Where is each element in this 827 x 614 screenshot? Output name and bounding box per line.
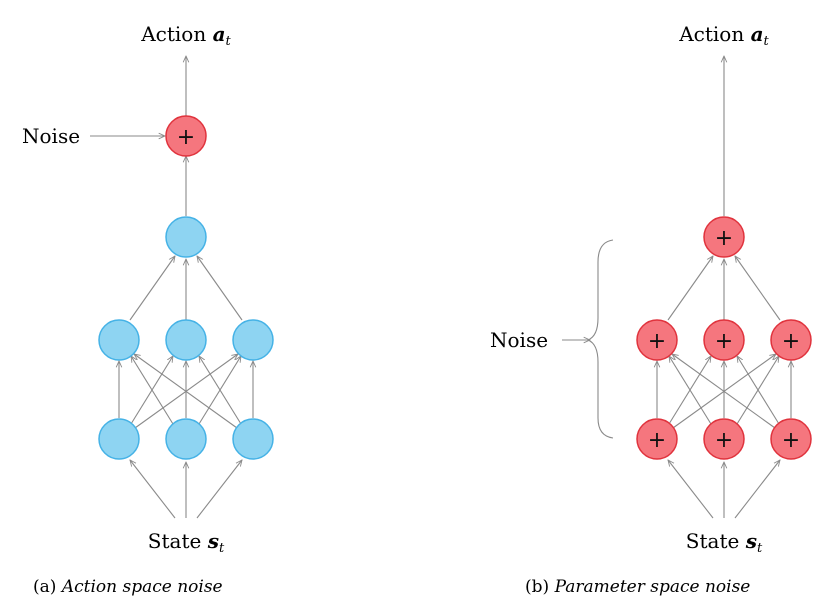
plus-icon: + (648, 329, 666, 354)
plus-icon: + (782, 428, 800, 453)
edge (735, 256, 781, 321)
noisy-input-neuron: + (703, 418, 745, 460)
edge (134, 354, 238, 429)
panel-b-nodes: + + + + + + + (636, 216, 812, 460)
noisy-input-neuron: + (636, 418, 678, 460)
edge (737, 356, 780, 425)
hidden-neuron (232, 319, 274, 361)
noisy-hidden-neuron: + (636, 319, 678, 361)
action-label: Action at (140, 22, 231, 49)
hidden-neuron (98, 319, 140, 361)
noisy-hidden-neuron: + (770, 319, 812, 361)
edge (734, 460, 780, 519)
caption-b: (b) Parameter space noise (525, 577, 750, 597)
panel-a-nodes: + (98, 115, 274, 460)
edge (669, 356, 712, 425)
plus-icon: + (715, 226, 733, 251)
panel-a-edges (90, 56, 253, 519)
edge (196, 460, 242, 519)
noisy-hidden-neuron: + (703, 319, 745, 361)
noise-brace (586, 239, 614, 439)
edge (131, 356, 174, 425)
edge (199, 356, 242, 425)
plus-icon: + (715, 428, 733, 453)
edge (672, 354, 776, 429)
hidden-neuron (165, 319, 207, 361)
caption-a: (a) Action space noise (33, 577, 223, 597)
state-label: State st (686, 529, 763, 556)
plus-icon: + (648, 428, 666, 453)
plus-icon: + (782, 329, 800, 354)
edge (129, 256, 175, 321)
edge (130, 460, 176, 519)
plus-icon: + (715, 329, 733, 354)
noisy-output-neuron: + (703, 216, 745, 258)
noise-adder-node: + (165, 115, 207, 157)
edge (672, 354, 776, 429)
edge (667, 256, 713, 321)
noise-label: Noise (22, 124, 80, 148)
edge (197, 256, 243, 321)
plus-icon: + (177, 125, 195, 150)
panel-a: + Action at Noise State st (a) Action sp… (22, 22, 274, 597)
noise-label: Noise (490, 328, 548, 352)
state-label: State st (148, 529, 225, 556)
panel-b-edges (562, 56, 791, 519)
edge (134, 354, 238, 429)
output-neuron (165, 216, 207, 258)
input-neuron (165, 418, 207, 460)
input-neuron (98, 418, 140, 460)
panel-b: + + + + + + + (490, 22, 812, 597)
input-neuron (232, 418, 274, 460)
edge (668, 460, 714, 519)
action-label: Action at (678, 22, 769, 49)
noisy-input-neuron: + (770, 418, 812, 460)
